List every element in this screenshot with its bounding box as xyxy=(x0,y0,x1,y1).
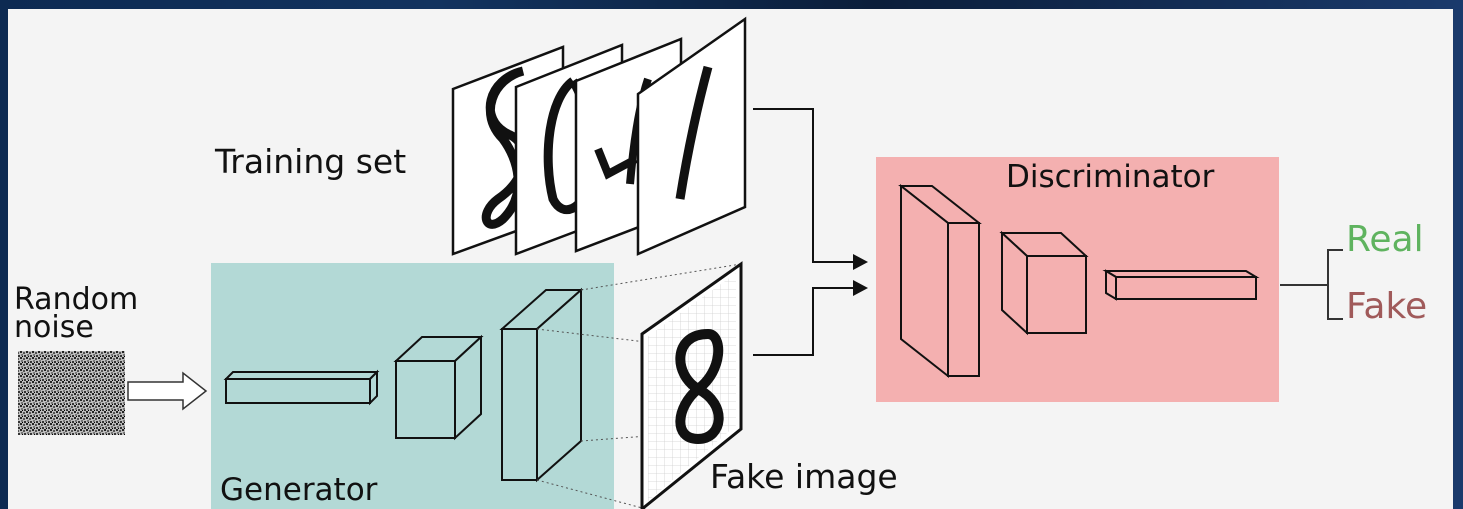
fake-label: Fake xyxy=(1346,286,1427,327)
noise-arrow xyxy=(127,371,208,411)
generator-label: Generator xyxy=(220,472,378,508)
connectors xyxy=(753,108,853,356)
digit-8-fake xyxy=(675,328,724,445)
fake-image xyxy=(640,261,743,509)
digit-8-stroke xyxy=(481,66,529,229)
random-noise-label-line1: Random xyxy=(14,282,138,317)
generator-layers xyxy=(223,287,584,483)
discriminator-label: Discriminator xyxy=(1006,159,1215,195)
real-label: Real xyxy=(1346,219,1424,260)
training-images xyxy=(451,16,747,256)
random-noise-label-line2: noise xyxy=(14,310,94,345)
fake-image-label: Fake image xyxy=(710,457,898,496)
gan-diagram: Training set Random noise xyxy=(14,16,1427,509)
diagram-frame: Training set Random noise xyxy=(8,9,1453,509)
arrowhead-bottom xyxy=(853,280,868,296)
arrowhead-top xyxy=(853,254,868,270)
output-bracket xyxy=(1280,249,1343,320)
digit-1-stroke xyxy=(675,65,713,200)
random-noise-image xyxy=(18,351,125,435)
training-set-label: Training set xyxy=(214,142,406,181)
discriminator-layers xyxy=(898,183,1260,379)
